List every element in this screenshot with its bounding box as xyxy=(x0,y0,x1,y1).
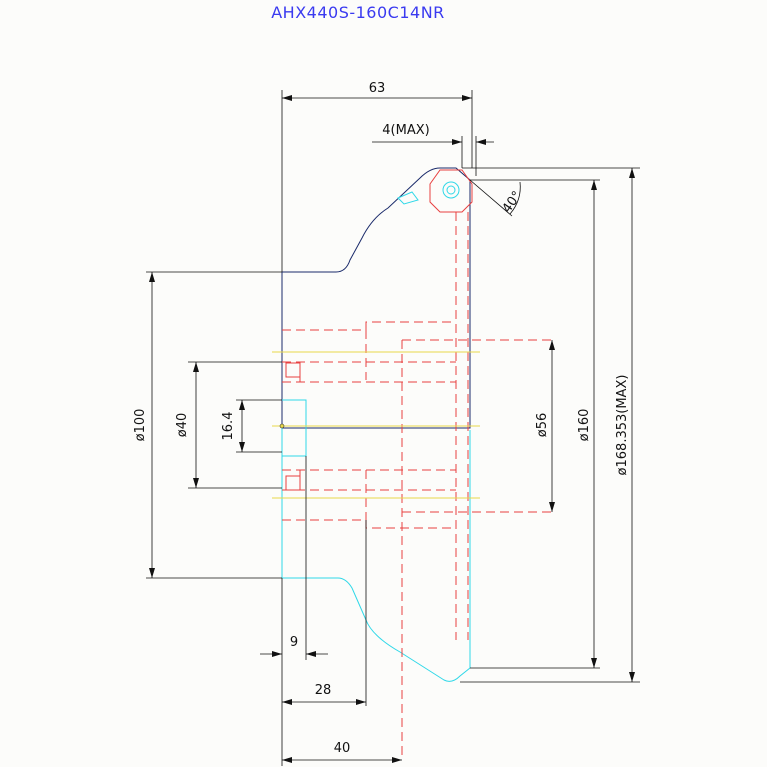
cutter-body-outline xyxy=(281,167,471,429)
internal-hidden-lines xyxy=(282,212,556,760)
dim-63: 63 xyxy=(281,81,473,272)
insert-octagon xyxy=(429,169,473,213)
dim-28-label: 28 xyxy=(315,683,332,698)
dim-dia-100-label: ø100 xyxy=(133,409,148,442)
insert-screw xyxy=(442,181,460,199)
dim-4max-label: 4(MAX) xyxy=(382,123,429,138)
dim-dia-160: ø160 xyxy=(470,180,600,669)
center-point xyxy=(279,423,285,429)
dim-dia-168-label: ø168.353(MAX) xyxy=(615,375,630,476)
dim-63-label: 63 xyxy=(369,81,386,96)
dim-4max: 4(MAX) xyxy=(372,123,494,176)
dim-9: 9 xyxy=(260,456,328,766)
dim-16-4-label: 16.4 xyxy=(221,412,236,441)
dim-dia-56-label: ø56 xyxy=(535,413,550,438)
dim-dia-56: ø56 xyxy=(535,340,555,512)
dim-angle-40: 40° xyxy=(469,179,600,217)
dim-angle-label: 40° xyxy=(500,189,526,216)
key-slot-lower xyxy=(285,475,301,491)
dim-dia-100: ø100 xyxy=(133,271,282,579)
dim-dia-40: ø40 xyxy=(175,361,282,489)
cutter-lower-outline xyxy=(281,428,471,682)
dim-40: 40 xyxy=(282,741,402,763)
drawing-title: AHX440S-160C14NR xyxy=(271,3,445,22)
dim-28: 28 xyxy=(282,520,367,706)
insert-pocket-cyan xyxy=(397,191,419,205)
bore-profile xyxy=(282,399,307,457)
dim-9-label: 9 xyxy=(290,635,298,650)
insert-screw-inner xyxy=(446,185,456,195)
dim-dia-40-label: ø40 xyxy=(175,413,190,438)
key-slot-upper xyxy=(285,362,301,378)
dim-40-label: 40 xyxy=(334,741,351,756)
dim-dia-168: ø168.353(MAX) xyxy=(460,167,640,683)
dim-16-4: 16.4 xyxy=(221,399,282,453)
dim-dia-160-label: ø160 xyxy=(577,409,592,442)
